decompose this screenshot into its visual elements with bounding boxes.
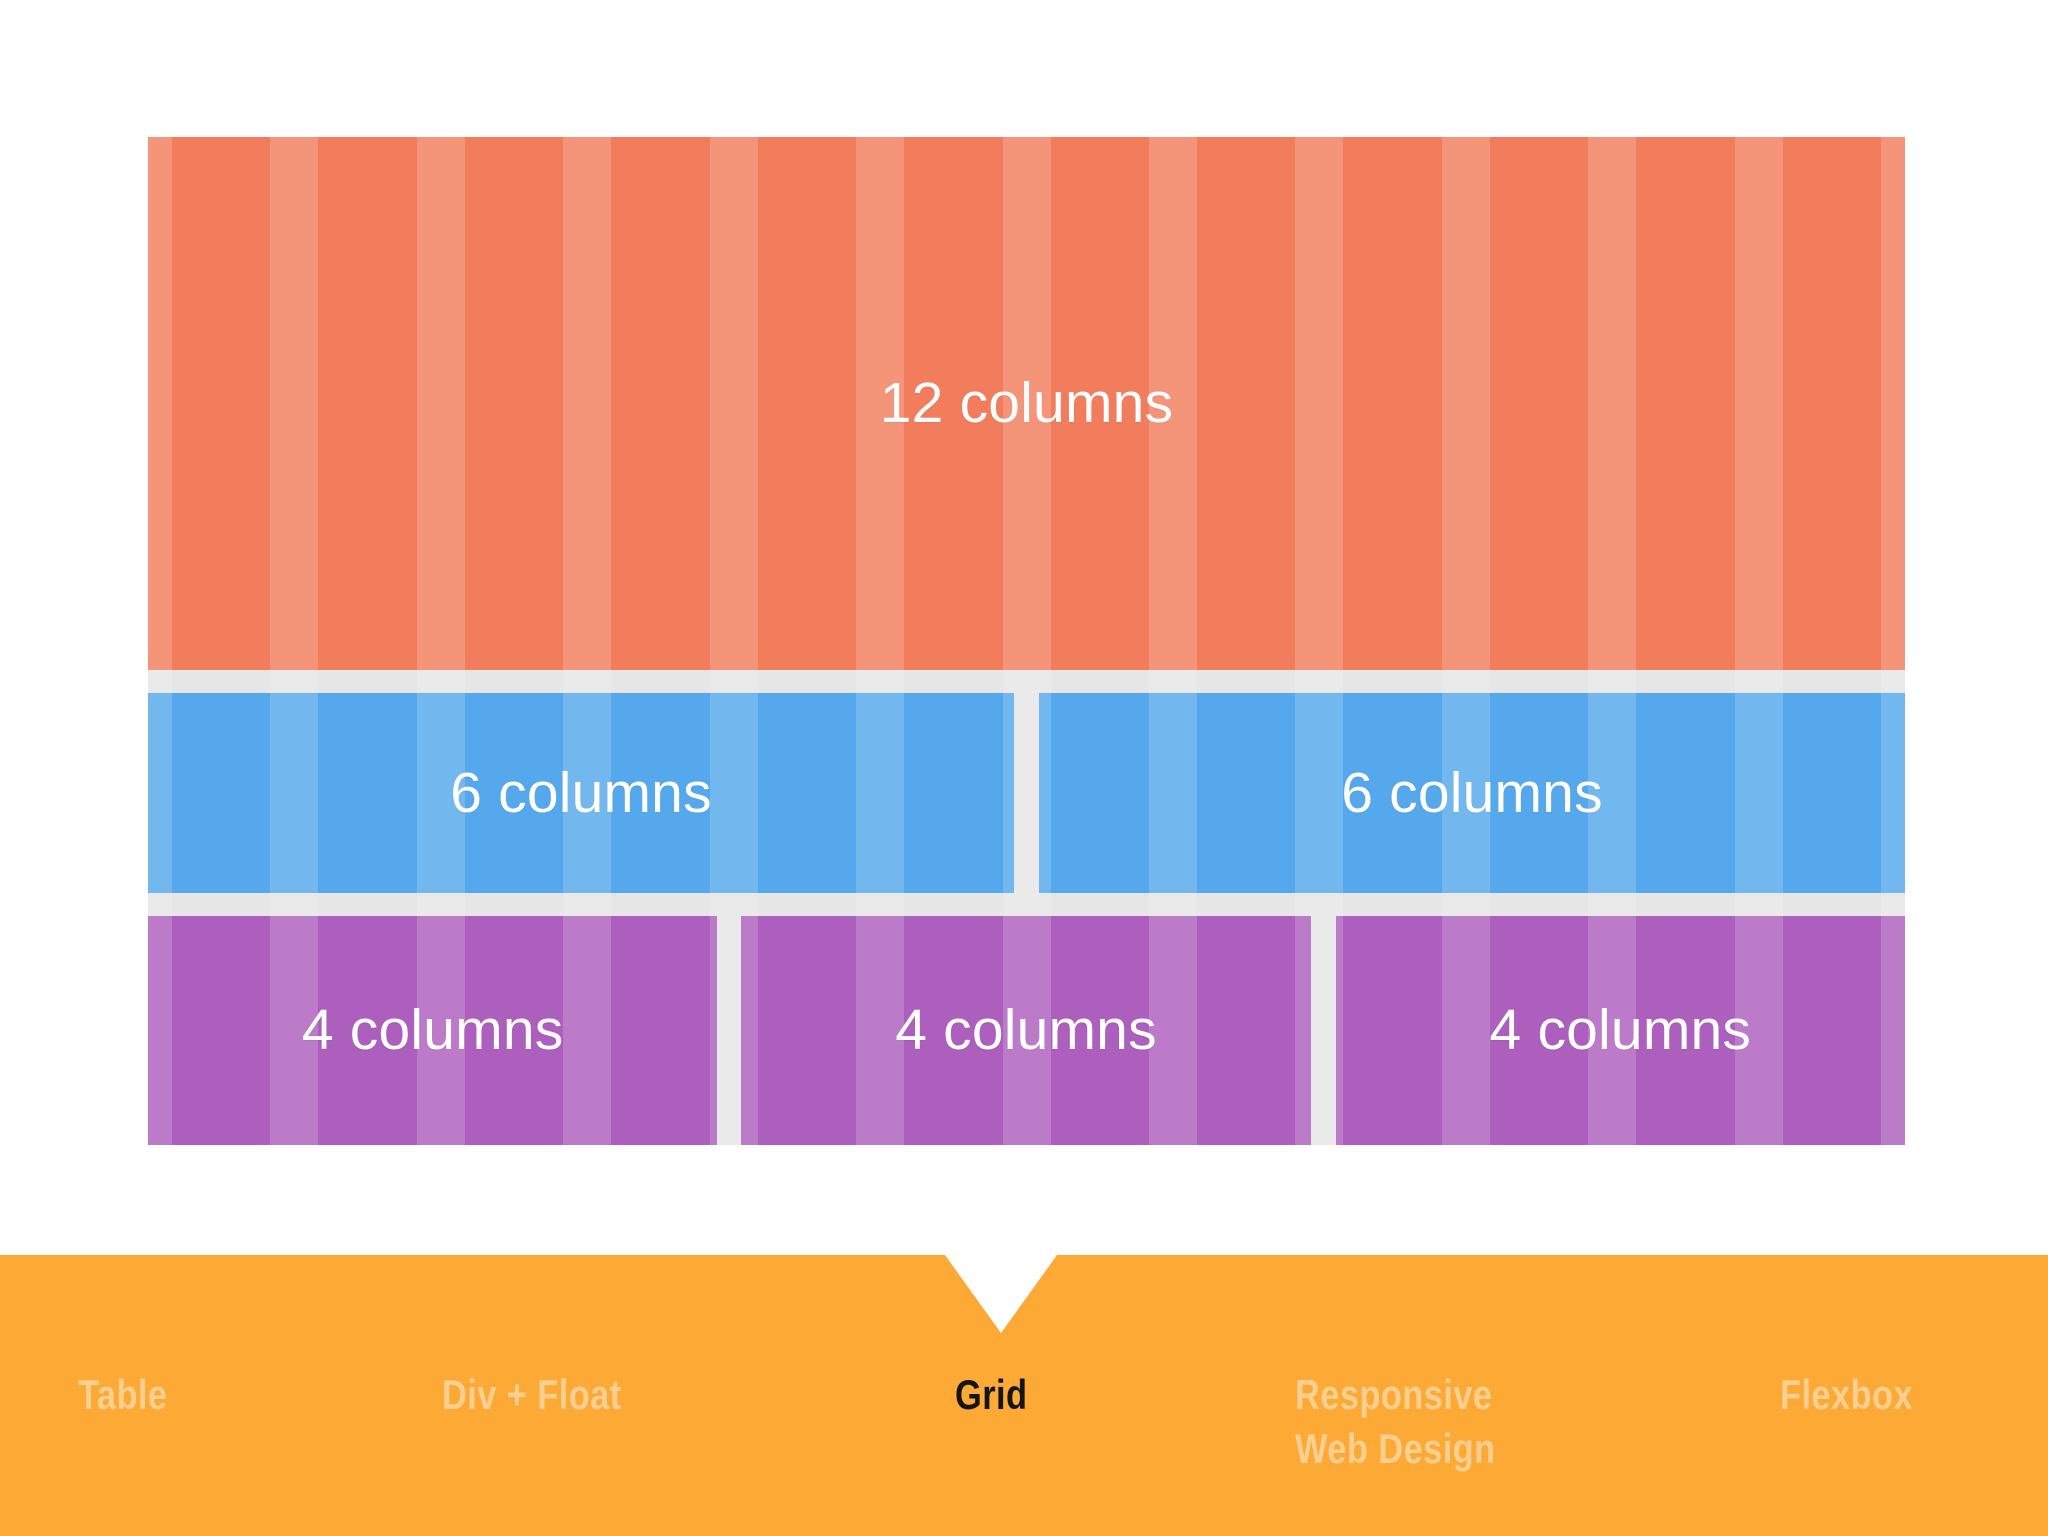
grid-block-label: 4 columns — [895, 998, 1157, 1062]
grid-gutter-spacer — [1311, 916, 1336, 1145]
grid-gutter-spacer — [1014, 693, 1039, 893]
footer-tab-list: Table Div + Float Grid Responsive Web De… — [0, 1255, 2048, 1536]
grid-block-label: 12 columns — [879, 371, 1174, 435]
grid-block-label: 4 columns — [301, 998, 564, 1062]
grid-block-label: 6 columns — [450, 760, 712, 825]
tab-grid[interactable]: Grid — [955, 1371, 1028, 1418]
grid-block-label: 4 columns — [1489, 998, 1752, 1062]
footer-nav-bar — [0, 1255, 2048, 1536]
grid-row-4: 4 columns 4 columns 4 columns — [148, 916, 1905, 1145]
tab-responsive-web-design[interactable]: Responsive Web Design — [1295, 1371, 1496, 1472]
tab-div-float[interactable]: Div + Float — [442, 1371, 622, 1418]
grid-gutter-spacer — [717, 916, 741, 1145]
grid-block-12-columns[interactable]: 12 columns — [148, 137, 1905, 670]
grid-demo-area: 12 columns 6 columns 6 columns 4 columns… — [148, 137, 1906, 1145]
tab-table[interactable]: Table — [78, 1371, 168, 1418]
grid-block-6-columns-right[interactable]: 6 columns — [1039, 693, 1905, 893]
grid-row-12: 12 columns — [148, 137, 1905, 670]
grid-block-4-columns-center[interactable]: 4 columns — [741, 916, 1311, 1145]
grid-block-6-columns-left[interactable]: 6 columns — [148, 693, 1014, 893]
grid-block-4-columns-left[interactable]: 4 columns — [148, 916, 718, 1145]
grid-row-6: 6 columns 6 columns — [148, 693, 1905, 893]
grid-block-label: 6 columns — [1341, 760, 1603, 825]
tab-flexbox[interactable]: Flexbox — [1780, 1371, 1914, 1418]
grid-block-4-columns-right[interactable]: 4 columns — [1335, 916, 1905, 1145]
